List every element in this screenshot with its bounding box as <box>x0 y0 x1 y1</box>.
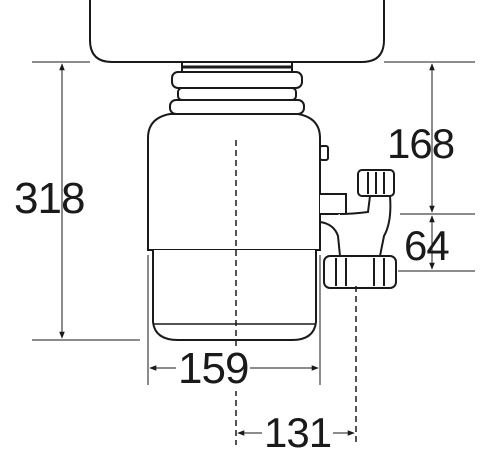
label-outlet-offset: 131 <box>262 409 334 456</box>
disposer-body <box>147 113 321 251</box>
dimension-318 <box>32 61 140 341</box>
motor-housing <box>152 250 317 341</box>
mounting-collar <box>169 61 305 115</box>
side-switch <box>319 145 329 161</box>
label-overall-height: 318 <box>14 174 85 223</box>
sink-bowl <box>89 0 385 63</box>
drain-fitting <box>319 169 397 289</box>
dimension-168 <box>384 61 475 215</box>
dimension-64 <box>398 215 475 272</box>
label-top-to-outlet: 168 <box>387 120 455 167</box>
label-outlet-height: 64 <box>404 222 450 269</box>
label-body-diameter: 159 <box>176 344 251 393</box>
